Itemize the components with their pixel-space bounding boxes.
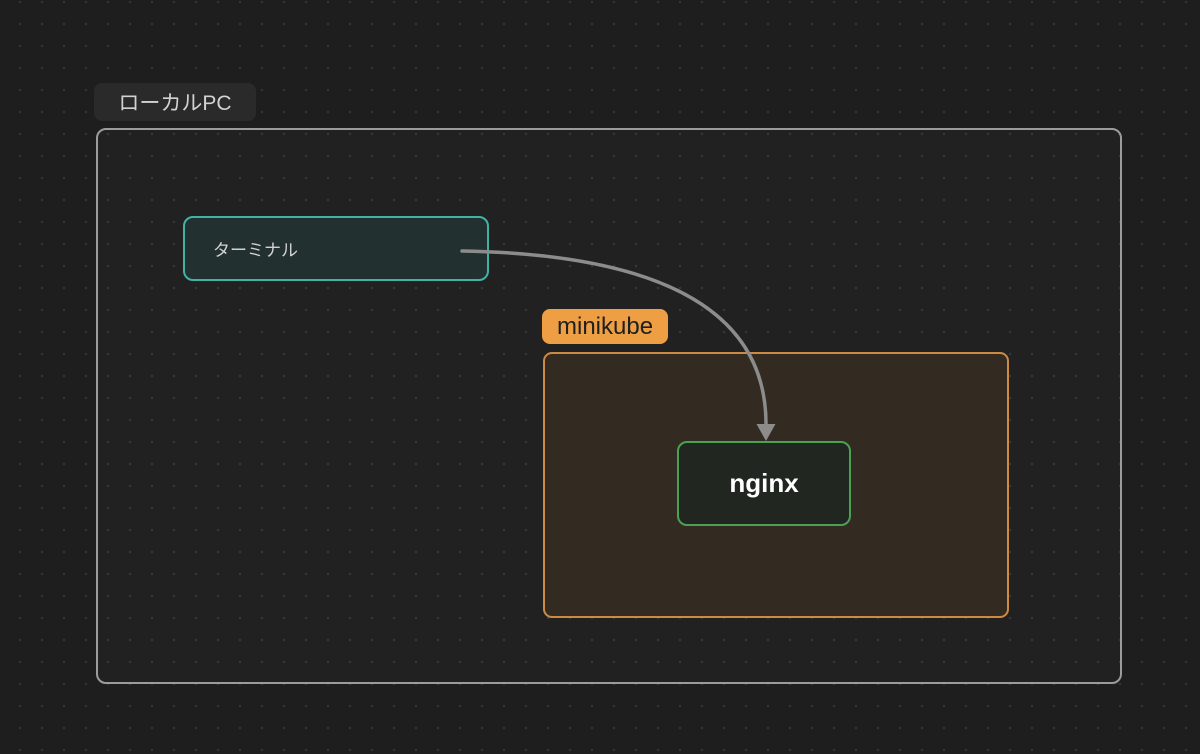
nginx-node: nginx [677, 441, 851, 526]
local-pc-container [96, 128, 1122, 684]
local-pc-label-text: ローカルPC [118, 92, 232, 115]
local-pc-group-label: ローカルPC [94, 83, 256, 121]
terminal-node-label: ターミナル [213, 241, 298, 260]
minikube-group-label: minikube [542, 309, 669, 344]
terminal-node: ターミナル [183, 216, 489, 281]
minikube-label-text: minikube [557, 312, 654, 340]
minikube-container [543, 352, 1009, 618]
nginx-node-label: nginx [729, 468, 799, 498]
